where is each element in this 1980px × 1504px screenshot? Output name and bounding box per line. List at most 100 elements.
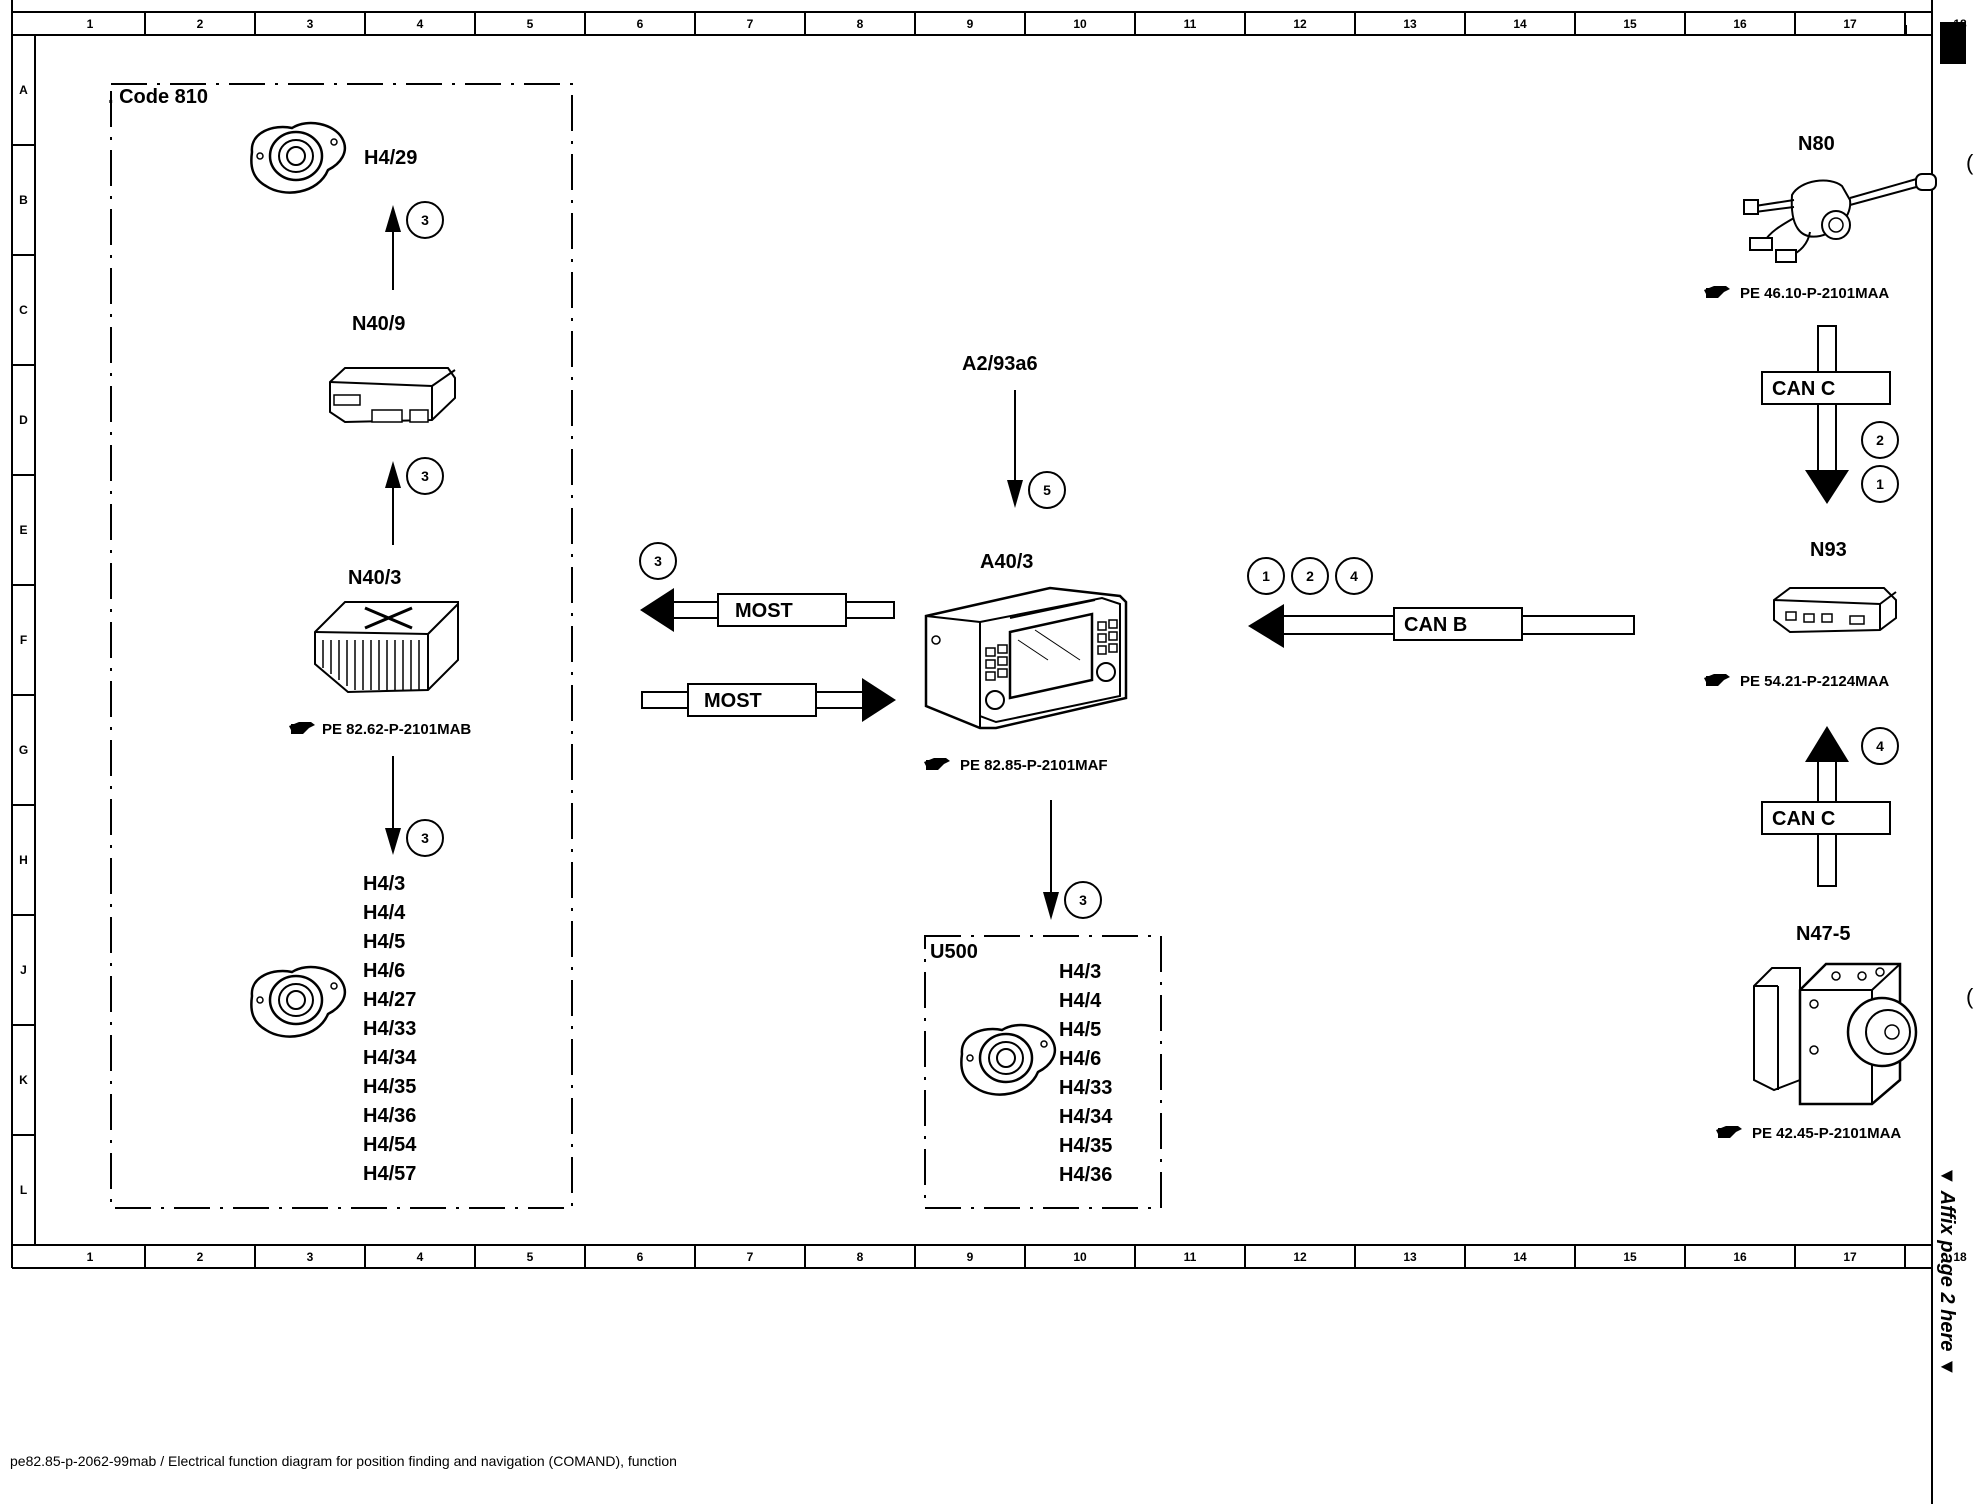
n40-3-reference: PE 82.62-P-2101MAB (289, 721, 471, 738)
column-number: 2 (197, 1250, 204, 1264)
speaker-h4-29 (250, 121, 347, 194)
speaker-label: H4/35 (1059, 1135, 1112, 1157)
can-b-bus: CAN B (1248, 604, 1635, 648)
speaker-label: H4/5 (363, 931, 405, 953)
svg-text:PE 82.85-P-2101MAF: PE 82.85-P-2101MAF (960, 757, 1108, 774)
reference-number: 3 (1064, 881, 1102, 919)
speaker-label: H4/57 (363, 1163, 416, 1185)
n40-3-amplifier-icon (314, 601, 459, 694)
column-number: 6 (637, 1250, 644, 1264)
svg-text:PE 42.45-P-2101MAA: PE 42.45-P-2101MAA (1752, 1125, 1901, 1142)
speaker-label: H4/34 (363, 1047, 417, 1069)
speaker-label: H4/27 (363, 989, 416, 1011)
column-number: 16 (1733, 1250, 1747, 1264)
svg-text:3: 3 (1079, 892, 1087, 908)
row-letter: J (20, 963, 27, 977)
can-c-top-bus: CAN C (1761, 325, 1891, 504)
svg-text:PE 46.10-P-2101MAA: PE 46.10-P-2101MAA (1740, 285, 1889, 302)
column-number: 10 (1073, 17, 1087, 31)
svg-text:MOST: MOST (704, 690, 762, 712)
most-in-bus: MOST (641, 678, 896, 722)
column-number: 6 (637, 17, 644, 31)
column-number: 13 (1403, 17, 1417, 31)
reference-number: 3 (406, 819, 444, 857)
column-number: 18 (1953, 1250, 1967, 1264)
column-number: 15 (1623, 17, 1637, 31)
column-number: 2 (197, 17, 204, 31)
speaker-label: H4/4 (1059, 990, 1102, 1012)
reference-number: 3 (406, 201, 444, 239)
svg-text:5: 5 (1043, 482, 1051, 498)
reference-number: 3 (639, 542, 677, 580)
row-letter: H (19, 853, 28, 867)
column-number: 12 (1293, 17, 1307, 31)
svg-text:CAN C: CAN C (1772, 808, 1835, 830)
svg-text:1: 1 (1262, 568, 1270, 584)
code-810-label: . Code 810 (108, 86, 208, 108)
n47-5-reference: PE 42.45-P-2101MAA (1716, 1125, 1901, 1142)
speaker-label: H4/4 (363, 902, 406, 924)
svg-text:PE 54.21-P-2124MAA: PE 54.21-P-2124MAA (1740, 673, 1889, 690)
column-number: 1 (87, 17, 94, 31)
n40-9-label: N40/9 (352, 313, 405, 335)
row-letter: A (19, 83, 28, 97)
a40-3-head-unit-icon (924, 586, 1128, 730)
column-number: 1 (87, 1250, 94, 1264)
reference-number: 2 (1291, 557, 1329, 595)
speaker-label: H4/6 (1059, 1048, 1101, 1070)
column-number: 17 (1843, 1250, 1857, 1264)
column-number: 15 (1623, 1250, 1637, 1264)
column-number: 3 (307, 1250, 314, 1264)
column-number: 9 (967, 1250, 974, 1264)
speaker-label: H4/34 (1059, 1106, 1113, 1128)
speaker-label: H4/36 (363, 1105, 416, 1127)
row-letter: L (20, 1183, 27, 1197)
a2-93a6-label: A2/93a6 (962, 353, 1038, 375)
can-c-bottom-bus: CAN C (1761, 726, 1891, 887)
row-letter: K (19, 1073, 28, 1087)
row-letter: C (19, 303, 28, 317)
column-number: 16 (1733, 17, 1747, 31)
speaker-label: H4/6 (363, 960, 405, 982)
svg-text:2: 2 (1306, 568, 1314, 584)
reference-number: 3 (406, 457, 444, 495)
n47-5-esp-unit-icon (1753, 962, 1918, 1106)
svg-text:3: 3 (654, 553, 662, 569)
reference-number: 2 (1861, 421, 1899, 459)
most-out-bus: MOST (640, 588, 895, 632)
reference-number: 4 (1861, 727, 1899, 765)
column-number: 14 (1513, 17, 1527, 31)
svg-text:3: 3 (421, 468, 429, 484)
column-number: 4 (417, 1250, 424, 1264)
row-letter: B (19, 193, 28, 207)
n40-3-label: N40/3 (348, 567, 401, 589)
column-number: 9 (967, 17, 974, 31)
margin-mark: ( (1966, 150, 1974, 175)
column-number: 3 (307, 17, 314, 31)
column-number: 8 (857, 1250, 864, 1264)
column-number: 7 (747, 1250, 754, 1264)
arrow-down-to-a40-3 (1007, 390, 1023, 508)
code-810-boundary (110, 83, 573, 1209)
u500-label: U500 (930, 941, 978, 963)
arrow-down-to-u500 (1043, 800, 1059, 920)
u500-speaker-icon (960, 1023, 1057, 1096)
n93-reference: PE 54.21-P-2124MAA (1704, 673, 1889, 690)
svg-text:CAN C: CAN C (1772, 378, 1835, 400)
reference-number: 5 (1028, 471, 1066, 509)
affix-note: ▼ Affix page 2 here ▼ (1936, 1166, 1958, 1377)
column-number: 11 (1184, 17, 1197, 31)
drawing-frame (11, 0, 1966, 1504)
arrow-down-to-speakers (385, 756, 401, 855)
reference-number: 1 (1247, 557, 1285, 595)
svg-text:1: 1 (1876, 476, 1884, 492)
column-number: 4 (417, 17, 424, 31)
column-number: 10 (1073, 1250, 1087, 1264)
speaker-label: H4/3 (363, 873, 405, 895)
speaker-label: H4/5 (1059, 1019, 1101, 1041)
u500-boundary (924, 935, 1162, 1209)
margin-mark: ( (1966, 984, 1974, 1009)
